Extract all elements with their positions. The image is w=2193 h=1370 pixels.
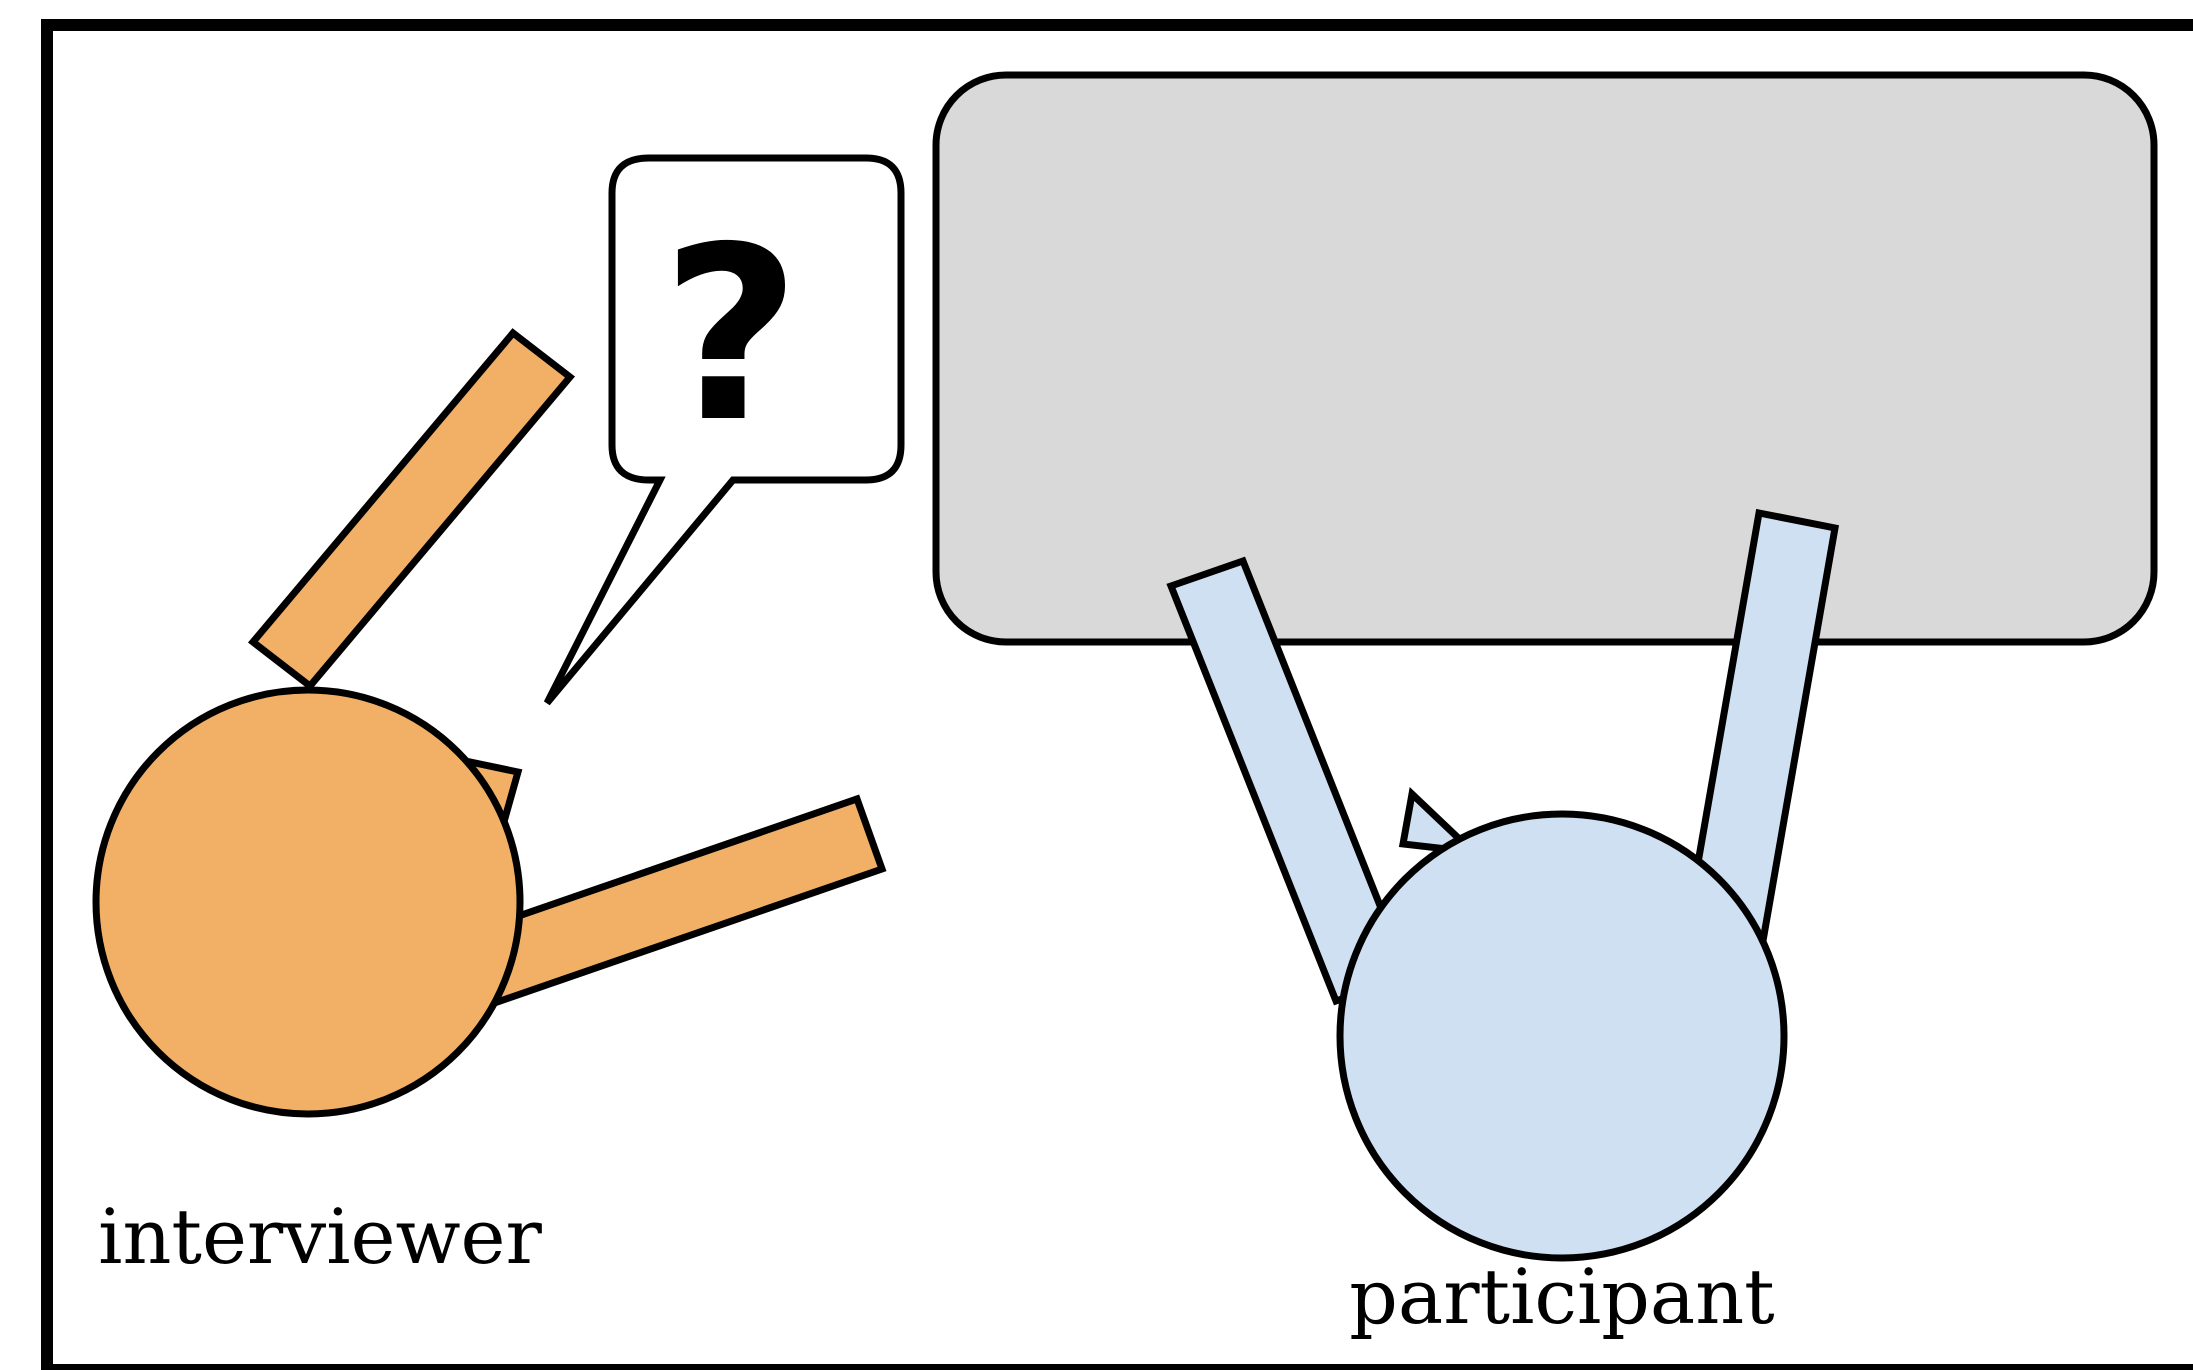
table xyxy=(932,71,2158,646)
interviewer-label: interviewer xyxy=(98,1192,542,1281)
speech-bubble xyxy=(543,154,905,706)
participant-head xyxy=(1336,810,1788,1262)
participant-label: participant xyxy=(1349,1252,1774,1341)
interviewer-head xyxy=(92,686,524,1118)
question-mark: ? xyxy=(661,195,800,475)
participant-figure xyxy=(1166,508,1840,1262)
interviewer-arm-upper xyxy=(247,328,576,691)
interviewer-figure xyxy=(92,328,887,1118)
